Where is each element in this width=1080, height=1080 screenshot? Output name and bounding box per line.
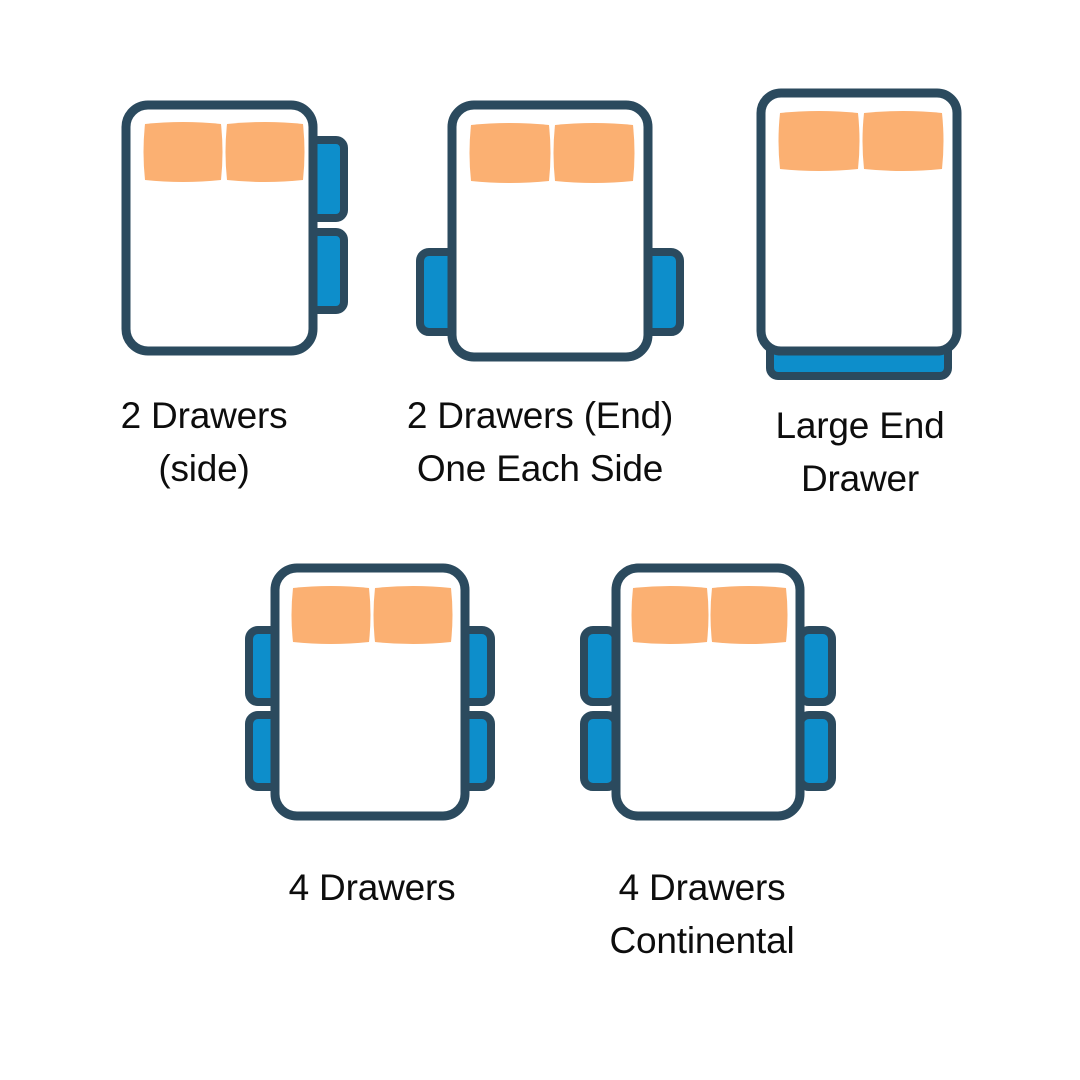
drawer-group-left (580, 626, 620, 791)
bed-diagram-4-drawers-continental (578, 552, 838, 842)
caption-4-drawers: 4 Drawers (288, 867, 456, 908)
bed-diagram-2-drawers-side (104, 84, 364, 374)
bed-diagram-4-drawers (240, 552, 500, 842)
pillow-left (469, 123, 551, 183)
pillow-group (469, 123, 635, 183)
drawer-group-right (796, 626, 836, 791)
drawer-right-lower (796, 711, 836, 791)
pillow-group (143, 122, 305, 182)
pillow-left (143, 122, 223, 182)
pillow-group (291, 586, 453, 644)
pillow-left (778, 111, 860, 171)
bed-diagram-large-end-drawer (744, 76, 984, 396)
caption-large-end-drawer: Large End Drawer (775, 405, 945, 499)
pillow-right (710, 586, 788, 644)
bed-diagram-2-drawers-end (404, 84, 694, 384)
drawer-right-upper (796, 626, 836, 706)
pillow-group (631, 586, 788, 644)
pillow-right (373, 586, 453, 644)
caption-4-drawers-continental: 4 Drawers Continental (609, 867, 795, 961)
pillow-left (291, 586, 371, 644)
drawer-left-upper (580, 626, 620, 706)
drawer-group-right (306, 136, 348, 314)
pillow-right (862, 111, 944, 171)
pillow-right (225, 122, 305, 182)
caption-2-drawers-side: 2 Drawers (side) (120, 395, 288, 489)
drawer-left-lower (580, 711, 620, 791)
pillow-right (553, 123, 635, 183)
pillow-group (778, 111, 944, 171)
pillow-left (631, 586, 709, 644)
caption-2-drawers-end: 2 Drawers (End) One Each Side (406, 395, 674, 489)
